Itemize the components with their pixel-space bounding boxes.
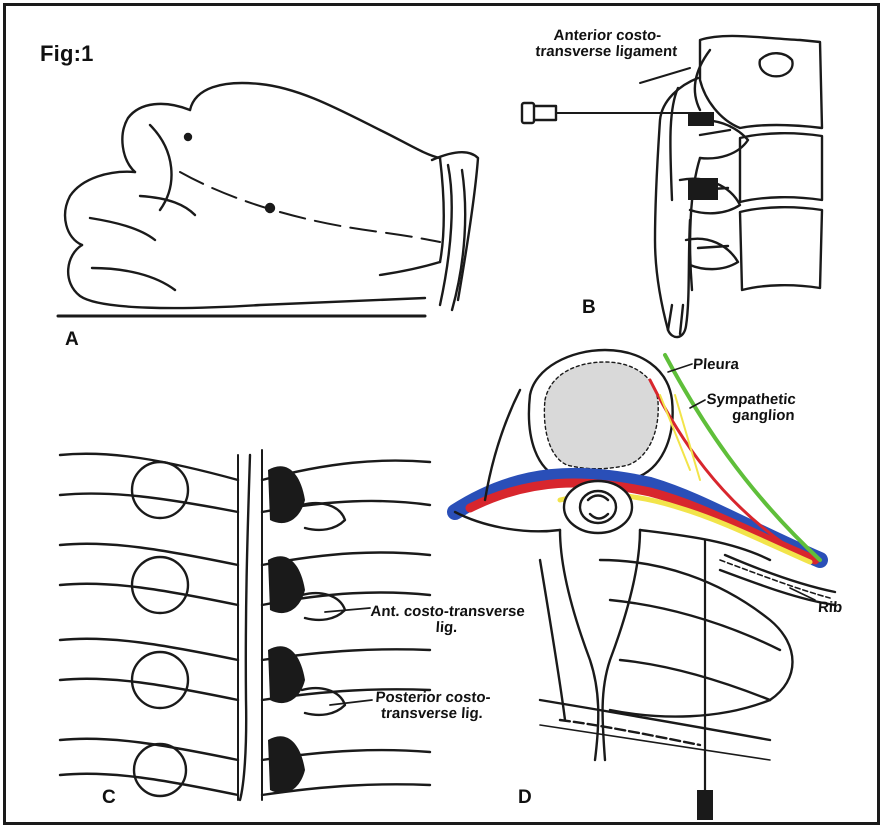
anterior-costotransverse-ligament-label: Anterior costo- transverse ligament (535, 28, 679, 60)
panel-b-spine-drawing (522, 36, 822, 337)
panel-label-b: B (582, 298, 596, 318)
sympathetic-ganglion-label: Sympathetic ganglion (705, 392, 796, 424)
panel-label-a: A (65, 330, 79, 350)
rib-label: Rib (817, 600, 842, 616)
pleura-label: Pleura (692, 357, 739, 373)
panel-label-c: C (102, 788, 116, 808)
panel-a-patient-drawing (58, 83, 478, 316)
ant-costotransverse-lig-label: Ant. costo-transverse lig. (369, 604, 525, 636)
figure-label: Fig:1 (40, 42, 94, 65)
posterior-costotransverse-lig-label: Posterior costo- transverse lig. (374, 690, 491, 722)
panel-label-d: D (518, 788, 532, 808)
